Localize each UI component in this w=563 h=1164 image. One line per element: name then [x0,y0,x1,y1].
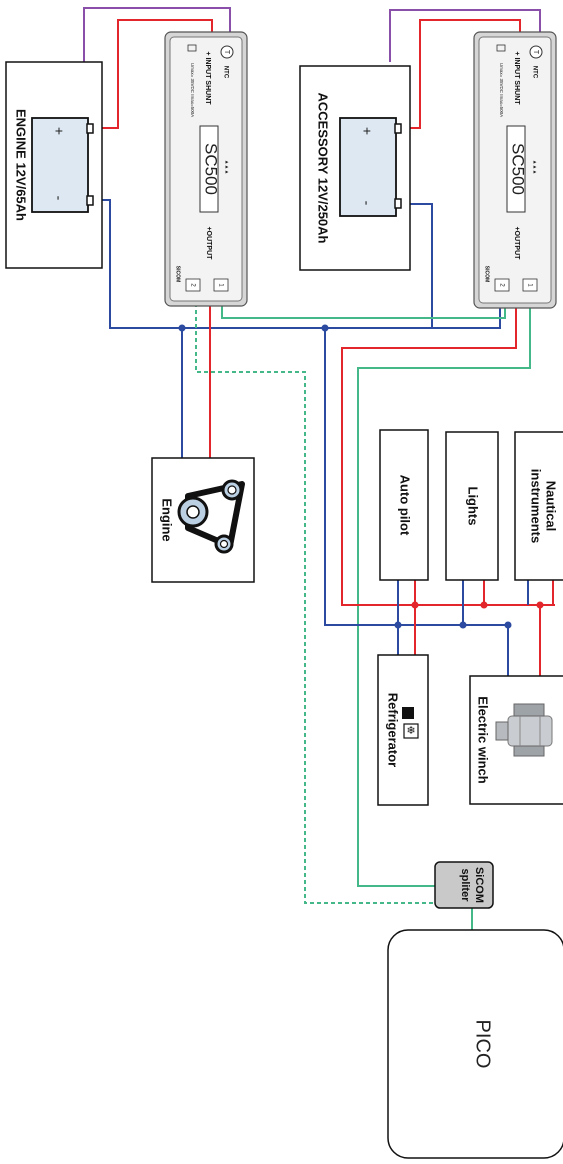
connector-icon [187,44,197,52]
accessory-battery-label: ACCESSORY 12V/250Ah [316,92,331,243]
nautical-label-line1: Nautical [544,481,559,532]
junction-dots [178,324,544,629]
fridge-icon [402,707,414,719]
engine-belt-icon [177,479,245,554]
port-2-label: 2 [189,283,195,287]
junction-dot [459,621,467,629]
sicom-to-splitter [357,305,531,887]
electric-winch-box: Electric winch [469,675,563,805]
junction-dot [480,601,488,609]
engine-label: Engine [160,498,175,541]
junction-dot [321,324,329,332]
port-2-label: 2 [498,283,504,287]
input-positive-accessory [398,19,521,129]
lights-box: Lights [445,431,499,581]
output-label: +OUTPUT [513,227,520,261]
pico-device: PICO [387,929,563,1159]
spec-label: Umax= 35VDC Imax=500A [499,63,504,117]
ntc-symbol: T [532,50,539,55]
port-1-label: 1 [526,283,532,287]
auto-pilot-box: Auto pilot [379,429,429,581]
battery-minus: - [51,196,67,201]
snowflake-glyph: ❄ [406,724,415,737]
sicom-label: SICOM [484,266,490,282]
model-box [506,125,526,213]
ntc-wire-accessory [389,9,541,62]
sicom-port-2 [185,278,201,292]
splitter-label-line1: SiCOM [473,867,485,903]
pico-label: PICO [472,1020,494,1069]
port-1-label: 1 [217,283,223,287]
sicom-port-1 [213,278,229,292]
winch-label: Electric winch [476,696,491,783]
ntc-symbol: T [223,50,230,55]
nautical-label-line2: instruments [529,469,544,543]
junction-dot [536,601,544,609]
junction-dot [394,621,402,629]
model-box [199,125,219,213]
sicom-engine-dashed [195,303,435,904]
snowflake-icon [403,723,419,739]
model-label: SC500 [509,143,528,195]
shunt-engine: T NTC + INPUT SHUNT Umax= 35VDC Imax=500… [164,31,248,307]
battery-plus: + [359,127,375,135]
brand-logo: ▲▲▲ [224,160,230,175]
sicom-link [221,303,506,319]
engine-battery-label: ENGINE 12V/65Ah [14,109,29,221]
spec-label: Umax= 35VDC Imax=500A [190,63,195,117]
battery-minus: - [359,201,375,206]
sicom-label: SICOM [175,266,181,282]
winch-icon [495,703,553,757]
refrigerator-label: Refrigerator [386,693,401,767]
refrigerator-box: Refrigerator ❄ [377,654,429,806]
engine-battery-panel: + - ENGINE 12V/65Ah [5,61,103,269]
sicom-splitter: SiCOM spliter [434,861,494,909]
auto-pilot-label: Auto pilot [398,475,413,536]
ntc-label: NTC [222,66,228,79]
input-shunt-label: + INPUT SHUNT [204,51,211,105]
model-label: SC500 [202,143,221,195]
sicom-port-1 [522,278,538,292]
junction-dot [411,601,419,609]
engine-battery: + - [31,117,94,213]
splitter-label-line2: spliter [459,868,471,902]
brand-logo: ▲▲▲ [532,160,538,175]
ntc-wire-engine [83,7,231,62]
battery-plus: + [51,127,67,135]
input-shunt-label: + INPUT SHUNT [513,51,520,105]
ntc-icon [220,45,234,59]
nautical-instruments-box: Nautical instruments [514,431,563,581]
input-positive-engine [92,19,213,129]
connector-icon [496,44,506,52]
negative-engine [92,199,501,329]
ntc-label: NTC [531,66,537,79]
negative-trunk [324,328,510,626]
accessory-battery: + - [339,117,402,217]
junction-dot [178,324,186,332]
engine-box: Engine [151,457,255,583]
sicom-port-2 [494,278,510,292]
accessory-battery-panel: + - ACCESSORY 12V/250Ah [299,65,411,271]
lights-label: Lights [466,487,481,526]
ntc-icon [529,45,543,59]
junction-dot [504,621,512,629]
shunt-accessory: T NTC + INPUT SHUNT Umax= 35VDC Imax=500… [473,31,557,309]
output-label: +OUTPUT [205,227,212,261]
